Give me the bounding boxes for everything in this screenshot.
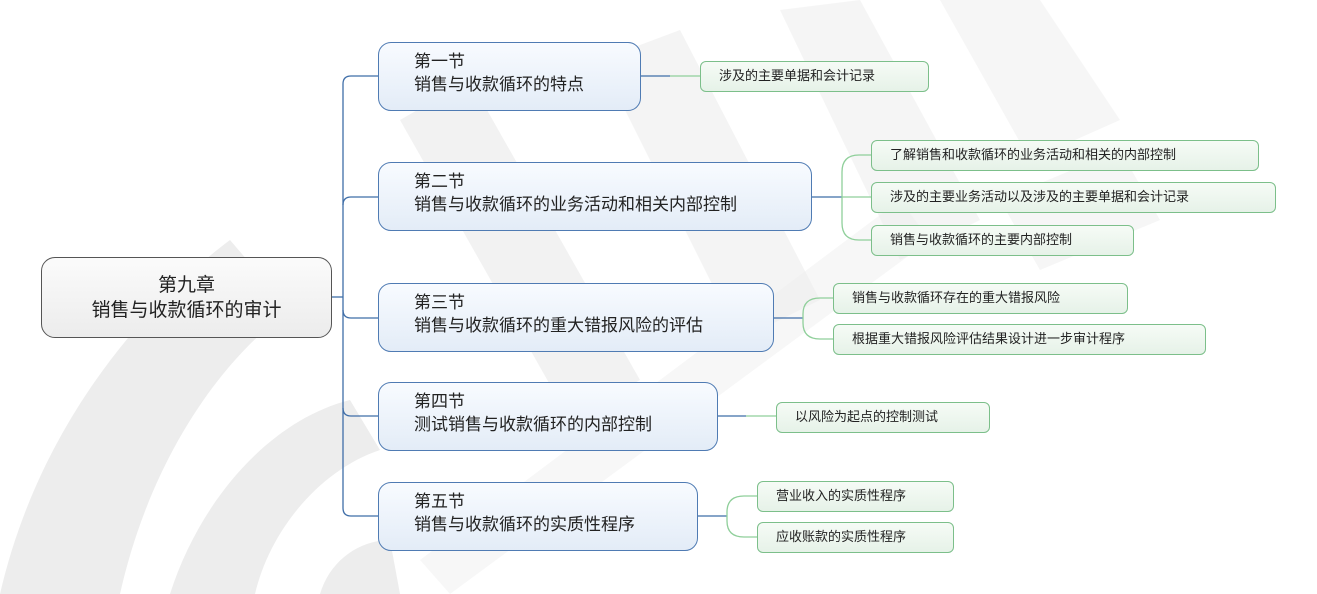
leaf-node-1-1[interactable]: 涉及的主要单据和会计记录: [700, 61, 929, 92]
leaf-node-2-2[interactable]: 涉及的主要业务活动以及涉及的主要单据和会计记录: [871, 182, 1276, 213]
section-node-2[interactable]: 第二节 销售与收款循环的业务活动和相关内部控制: [378, 162, 812, 231]
leaf-node-2-1[interactable]: 了解销售和收款循环的业务活动和相关的内部控制: [871, 140, 1259, 171]
section-node-5[interactable]: 第五节 销售与收款循环的实质性程序: [378, 482, 698, 551]
section-title: 测试销售与收款循环的内部控制: [414, 415, 652, 435]
section-title: 销售与收款循环的重大错报风险的评估: [414, 316, 703, 336]
leaf-node-5-2[interactable]: 应收账款的实质性程序: [757, 522, 954, 553]
section-label: 第五节: [414, 492, 465, 512]
leaf-node-3-1[interactable]: 销售与收款循环存在的重大错报风险: [833, 283, 1128, 314]
root-node-chapter[interactable]: 第九章 销售与收款循环的审计: [41, 257, 332, 338]
root-chapter-title: 销售与收款循环的审计: [91, 298, 282, 321]
section-node-1[interactable]: 第一节 销售与收款循环的特点: [378, 42, 641, 111]
section-title: 销售与收款循环的业务活动和相关内部控制: [414, 195, 737, 215]
section-label: 第三节: [414, 293, 465, 313]
leaf-node-5-1[interactable]: 营业收入的实质性程序: [757, 481, 954, 512]
root-chapter-label: 第九章: [157, 273, 215, 296]
section-title: 销售与收款循环的实质性程序: [414, 515, 635, 535]
leaf-node-3-2[interactable]: 根据重大错报风险评估结果设计进一步审计程序: [833, 324, 1206, 355]
section-label: 第四节: [414, 392, 465, 412]
leaf-node-4-1[interactable]: 以风险为起点的控制测试: [776, 402, 990, 433]
section-title: 销售与收款循环的特点: [414, 75, 584, 95]
section-label: 第一节: [414, 52, 465, 72]
section-label: 第二节: [414, 172, 465, 192]
leaf-node-2-3[interactable]: 销售与收款循环的主要内部控制: [871, 225, 1134, 256]
section-node-4[interactable]: 第四节 测试销售与收款循环的内部控制: [378, 382, 718, 451]
section-node-3[interactable]: 第三节 销售与收款循环的重大错报风险的评估: [378, 283, 774, 352]
